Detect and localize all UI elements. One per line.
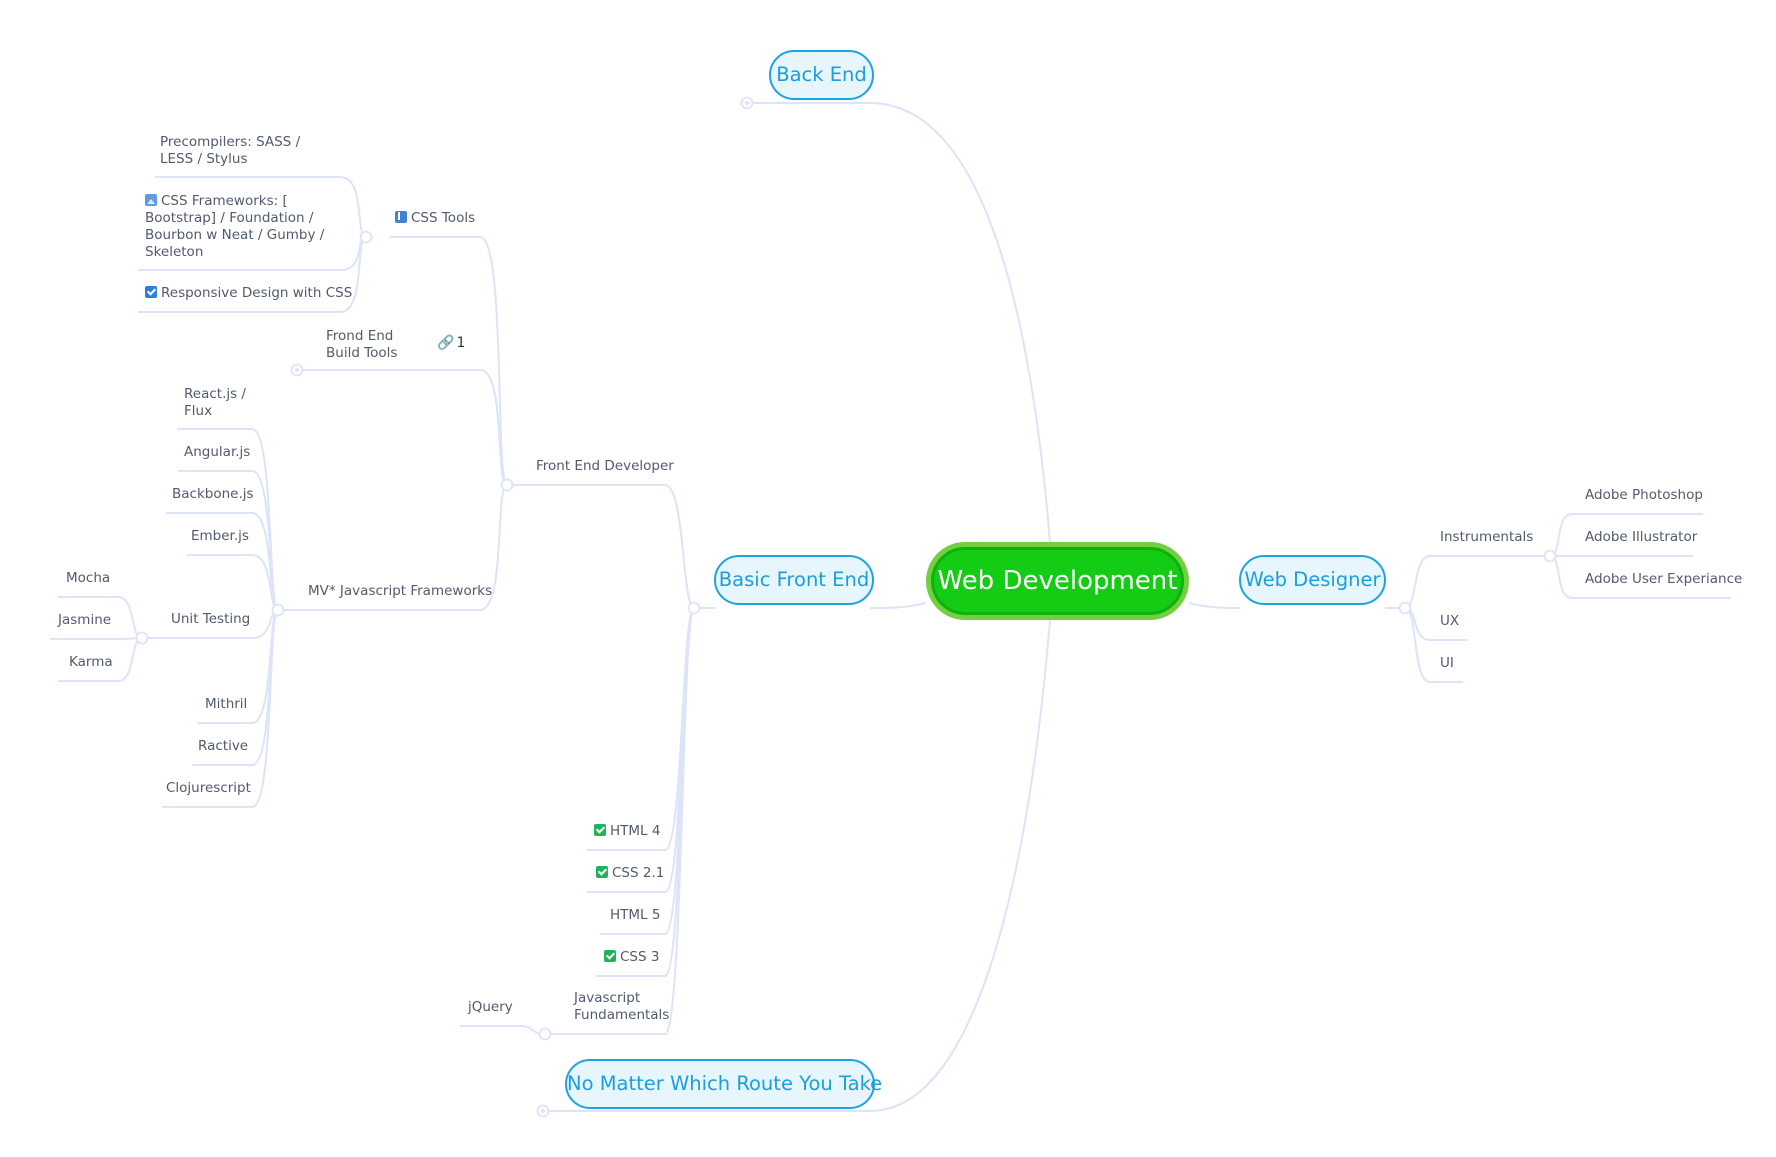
topic-adobe-user-experiance[interactable]: Adobe User Experiance (1585, 571, 1743, 587)
responsive-design-label: Responsive Design with CSS (161, 285, 353, 301)
topic-clojurescript[interactable]: Clojurescript (166, 780, 251, 796)
book-icon (395, 211, 407, 223)
topic-precompilers[interactable]: Precompilers: SASS / LESS / Stylus (160, 134, 301, 167)
link-wd-instr (1404, 555, 1548, 609)
hyperlink-badge[interactable]: 🔗1 (437, 335, 465, 352)
css21-label: CSS 2.1 (612, 865, 665, 881)
topic-angular[interactable]: Angular.js (184, 444, 251, 460)
link-root-backend (740, 102, 1051, 543)
topic-css-tools[interactable]: CSS Tools (395, 210, 475, 227)
topic-html4[interactable]: HTML 4 (594, 823, 660, 840)
knob-fed (500, 478, 514, 492)
topic-css21[interactable]: CSS 2.1 (596, 865, 664, 882)
link-root-basic (869, 602, 927, 609)
topic-front-end-developer[interactable]: Front End Developer (536, 458, 674, 474)
image-icon (145, 194, 157, 206)
knob-basic (687, 601, 701, 615)
topic-ember[interactable]: Ember.js (191, 528, 249, 544)
link-root-nomatter (540, 619, 1051, 1112)
topic-css3[interactable]: CSS 3 (604, 949, 659, 966)
checkmark-icon (594, 824, 606, 836)
css-frameworks-label: CSS Frameworks: [ Bootstrap] / Foundatio… (145, 193, 325, 260)
topic-ux[interactable]: UX (1440, 613, 1460, 629)
link-fed-buildtools (297, 369, 508, 486)
html4-label: HTML 4 (610, 823, 661, 839)
css-tools-label: CSS Tools (411, 210, 476, 226)
link-root-designer (1188, 602, 1241, 609)
link-js-jquery (460, 1025, 546, 1035)
knob-instr (1543, 549, 1557, 563)
link-basic-fed (530, 484, 695, 609)
topic-mithril[interactable]: Mithril (205, 696, 248, 712)
knob-js (538, 1027, 552, 1041)
link-mv-ember (187, 554, 279, 611)
knob-csstools (359, 230, 373, 244)
topic-ui[interactable]: UI (1440, 655, 1454, 671)
topic-instrumentals[interactable]: Instrumentals (1440, 529, 1534, 545)
knob-mv (271, 603, 285, 617)
topic-responsive-design[interactable]: Responsive Design with CSS (145, 285, 352, 302)
topic-no-matter-which-route[interactable]: No Matter Which Route You Take (565, 1059, 882, 1109)
link-basic-js (545, 607, 695, 1035)
topic-react[interactable]: React.js / Flux (184, 386, 246, 419)
topic-jquery[interactable]: jQuery (468, 999, 513, 1015)
link-icon: 🔗 (437, 335, 455, 351)
topic-front-end-build-tools[interactable]: Frond End Build Tools (326, 328, 398, 361)
link-count: 1 (456, 335, 466, 351)
checkmark-icon (604, 950, 616, 962)
topic-adobe-illustrator[interactable]: Adobe Illustrator (1585, 529, 1698, 545)
topic-mv-javascript-frameworks[interactable]: MV* Javascript Frameworks (308, 583, 493, 599)
knob-unittest (135, 631, 149, 645)
topic-web-designer[interactable]: Web Designer (1239, 555, 1386, 605)
css3-label: CSS 3 (620, 949, 660, 965)
topic-html5[interactable]: HTML 5 (610, 907, 661, 923)
topic-jasmine[interactable]: Jasmine (58, 612, 112, 628)
link-fed-csstools (390, 236, 508, 486)
link-mv-clojure (162, 609, 279, 808)
topic-ractive[interactable]: Ractive (198, 738, 249, 754)
topic-unit-testing[interactable]: Unit Testing (171, 611, 251, 627)
link-fed-mv (280, 484, 508, 611)
topic-adobe-photoshop[interactable]: Adobe Photoshop (1585, 487, 1703, 503)
topic-javascript-fundamentals[interactable]: Javascript Fundamentals (574, 990, 670, 1023)
topic-karma[interactable]: Karma (69, 654, 113, 670)
topic-backbone[interactable]: Backbone.js (172, 486, 254, 502)
topic-back-end[interactable]: Back End (769, 50, 874, 100)
root-topic[interactable]: Web Development (926, 542, 1189, 620)
checkbox-icon (145, 286, 157, 298)
checkmark-icon (596, 866, 608, 878)
knob-designer (1398, 601, 1412, 615)
topic-css-frameworks[interactable]: CSS Frameworks: [ Bootstrap] / Foundatio… (145, 193, 340, 261)
topic-basic-front-end[interactable]: Basic Front End (714, 555, 874, 605)
link-ut-jasmine (50, 637, 143, 640)
topic-mocha[interactable]: Mocha (66, 570, 111, 586)
